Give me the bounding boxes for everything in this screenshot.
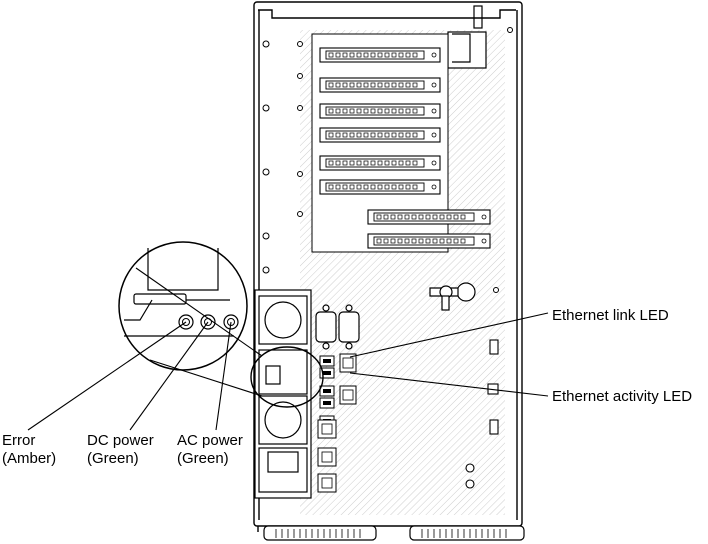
key-lock-icon	[429, 282, 476, 311]
ethernet-link-led-label: Ethernet link LED	[552, 307, 669, 325]
ethernet-port-icon	[339, 385, 357, 405]
callout-lines	[27, 312, 549, 431]
psu-led-highlight	[250, 346, 324, 408]
usb-port-icon	[319, 367, 335, 379]
pcie-slot	[319, 103, 441, 119]
usb-port-icon	[319, 397, 335, 409]
dc-power-led-label: DC power (Green)	[87, 432, 154, 468]
pcie-slot	[319, 77, 441, 93]
ethernet-activity-led-label: Ethernet activity LED	[552, 388, 692, 406]
psu-led-magnifier	[118, 241, 248, 371]
ac-power-led-color: (Green)	[177, 450, 229, 467]
pcie-slot	[319, 155, 441, 171]
power-supply-bay	[254, 289, 312, 499]
dc-power-led-name: DC power	[87, 432, 154, 449]
ethernet-port-icon	[317, 473, 337, 493]
ethernet-port-icon	[317, 447, 337, 467]
error-led-color: (Amber)	[2, 450, 57, 467]
usb-port-icon	[319, 355, 335, 367]
magnifier-connectors	[135, 267, 263, 397]
foot-ribs	[275, 529, 507, 538]
chassis-screws	[262, 27, 513, 293]
error-led-label: Error (Amber)	[2, 432, 56, 468]
ac-power-led-name: AC power	[177, 432, 243, 449]
chassis-feet	[263, 525, 525, 541]
pcie-slot	[319, 179, 441, 195]
dc-power-led-color: (Green)	[87, 450, 139, 467]
pcie-slot	[367, 209, 491, 225]
pcie-slot	[367, 233, 491, 249]
pcie-slot	[319, 47, 441, 63]
ac-power-led-label: AC power (Green)	[177, 432, 243, 468]
error-led-name: Error	[2, 432, 36, 449]
ethernet-port-icon	[339, 353, 357, 373]
side-vents	[465, 339, 499, 489]
ethernet-port-icon	[317, 419, 337, 439]
pcie-slot	[319, 127, 441, 143]
io-ports	[317, 353, 357, 493]
top-handle	[447, 5, 487, 69]
serial-video-ports	[315, 304, 360, 350]
ethernet-link-led-text: Ethernet link LED	[552, 307, 669, 324]
usb-port-icon	[319, 385, 335, 397]
ethernet-activity-led-text: Ethernet activity LED	[552, 388, 693, 405]
pcie-slots	[319, 47, 491, 249]
